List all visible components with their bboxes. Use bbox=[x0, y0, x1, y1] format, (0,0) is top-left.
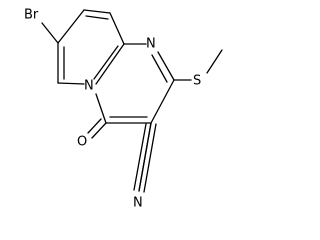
atom-labels: Br N N S O N bbox=[24, 8, 201, 211]
bond-c9a-n-bridge-double bbox=[93, 45, 119, 80]
atom-label-nitrogen-upper: N bbox=[146, 37, 156, 52]
bond-br-c7 bbox=[41, 22, 59, 44]
bond-c9a-n-bridge bbox=[95, 43, 125, 85]
bond-c9-c9a bbox=[109, 12, 125, 45]
chemical-structure: Br N N S O N bbox=[24, 8, 223, 211]
bond-cn-triple-b bbox=[133, 123, 147, 191]
bond-c4-o bbox=[91, 122, 107, 139]
atom-label-nitrile-nitrogen: N bbox=[133, 196, 143, 211]
atom-label-bromine: Br bbox=[24, 8, 39, 23]
bond-cn-triple-a bbox=[138, 122, 152, 192]
atom-label-nitrogen-bridge: N bbox=[84, 79, 94, 94]
bond-s-ch3 bbox=[206, 49, 223, 74]
bond-c8-c9-double bbox=[85, 15, 109, 20]
bond-n1-c2 bbox=[157, 51, 175, 81]
atom-label-oxygen: O bbox=[77, 135, 87, 150]
bond-c2-c3 bbox=[150, 79, 175, 124]
bond-c4-n-bridge bbox=[95, 93, 107, 124]
atom-label-sulfur: S bbox=[193, 74, 201, 89]
bond-c8-c9 bbox=[83, 9, 111, 14]
bond-c7-c8 bbox=[57, 9, 85, 44]
bond-lines bbox=[41, 9, 223, 193]
bond-n1-c2-double bbox=[151, 54, 168, 83]
bond-c6-n-bridge bbox=[57, 82, 85, 85]
bond-c4-o-double bbox=[87, 118, 102, 134]
bond-cn-triple-c bbox=[143, 123, 157, 193]
